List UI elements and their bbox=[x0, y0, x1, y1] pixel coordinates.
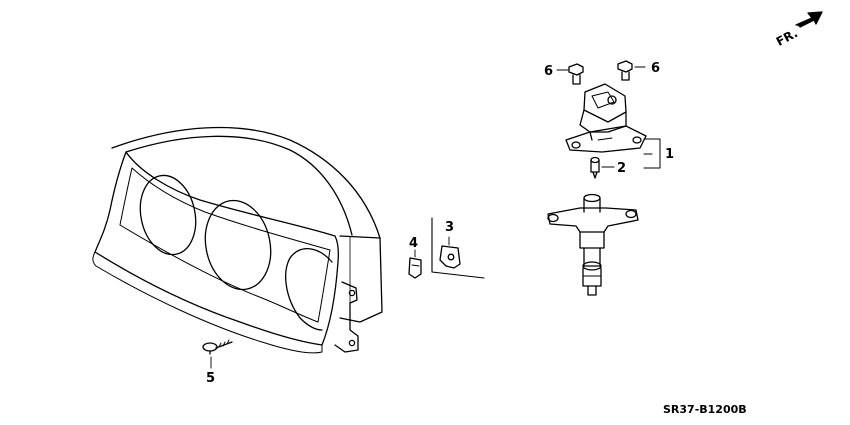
callout-3: 3 bbox=[445, 220, 454, 235]
part-3-bracket bbox=[431, 217, 485, 279]
callout-2: 2 bbox=[617, 161, 626, 176]
callout-6-right: 6 bbox=[651, 61, 660, 76]
part-2-pin bbox=[590, 156, 600, 179]
callout-5: 5 bbox=[206, 371, 215, 386]
speed-sensor-shaft bbox=[547, 193, 639, 296]
gauge-assembly bbox=[92, 126, 383, 354]
part-1-sensor-housing bbox=[565, 83, 647, 153]
callout-labels: 1 2 3 4 5 6 6 FR. SR37-B1200B bbox=[206, 26, 800, 416]
callout-1: 1 bbox=[665, 147, 674, 162]
part-4-clip bbox=[408, 249, 422, 279]
part-5-screw bbox=[202, 339, 233, 369]
fr-label: FR. bbox=[774, 26, 800, 49]
callout-6-left: 6 bbox=[544, 64, 553, 79]
callout-4: 4 bbox=[409, 236, 418, 251]
part-6-bolt-right bbox=[617, 60, 633, 81]
front-direction-arrow bbox=[795, 11, 823, 28]
diagram-code: SR37-B1200B bbox=[663, 403, 747, 416]
leader-lines bbox=[556, 66, 661, 169]
part-6-bolt-left bbox=[568, 63, 584, 85]
